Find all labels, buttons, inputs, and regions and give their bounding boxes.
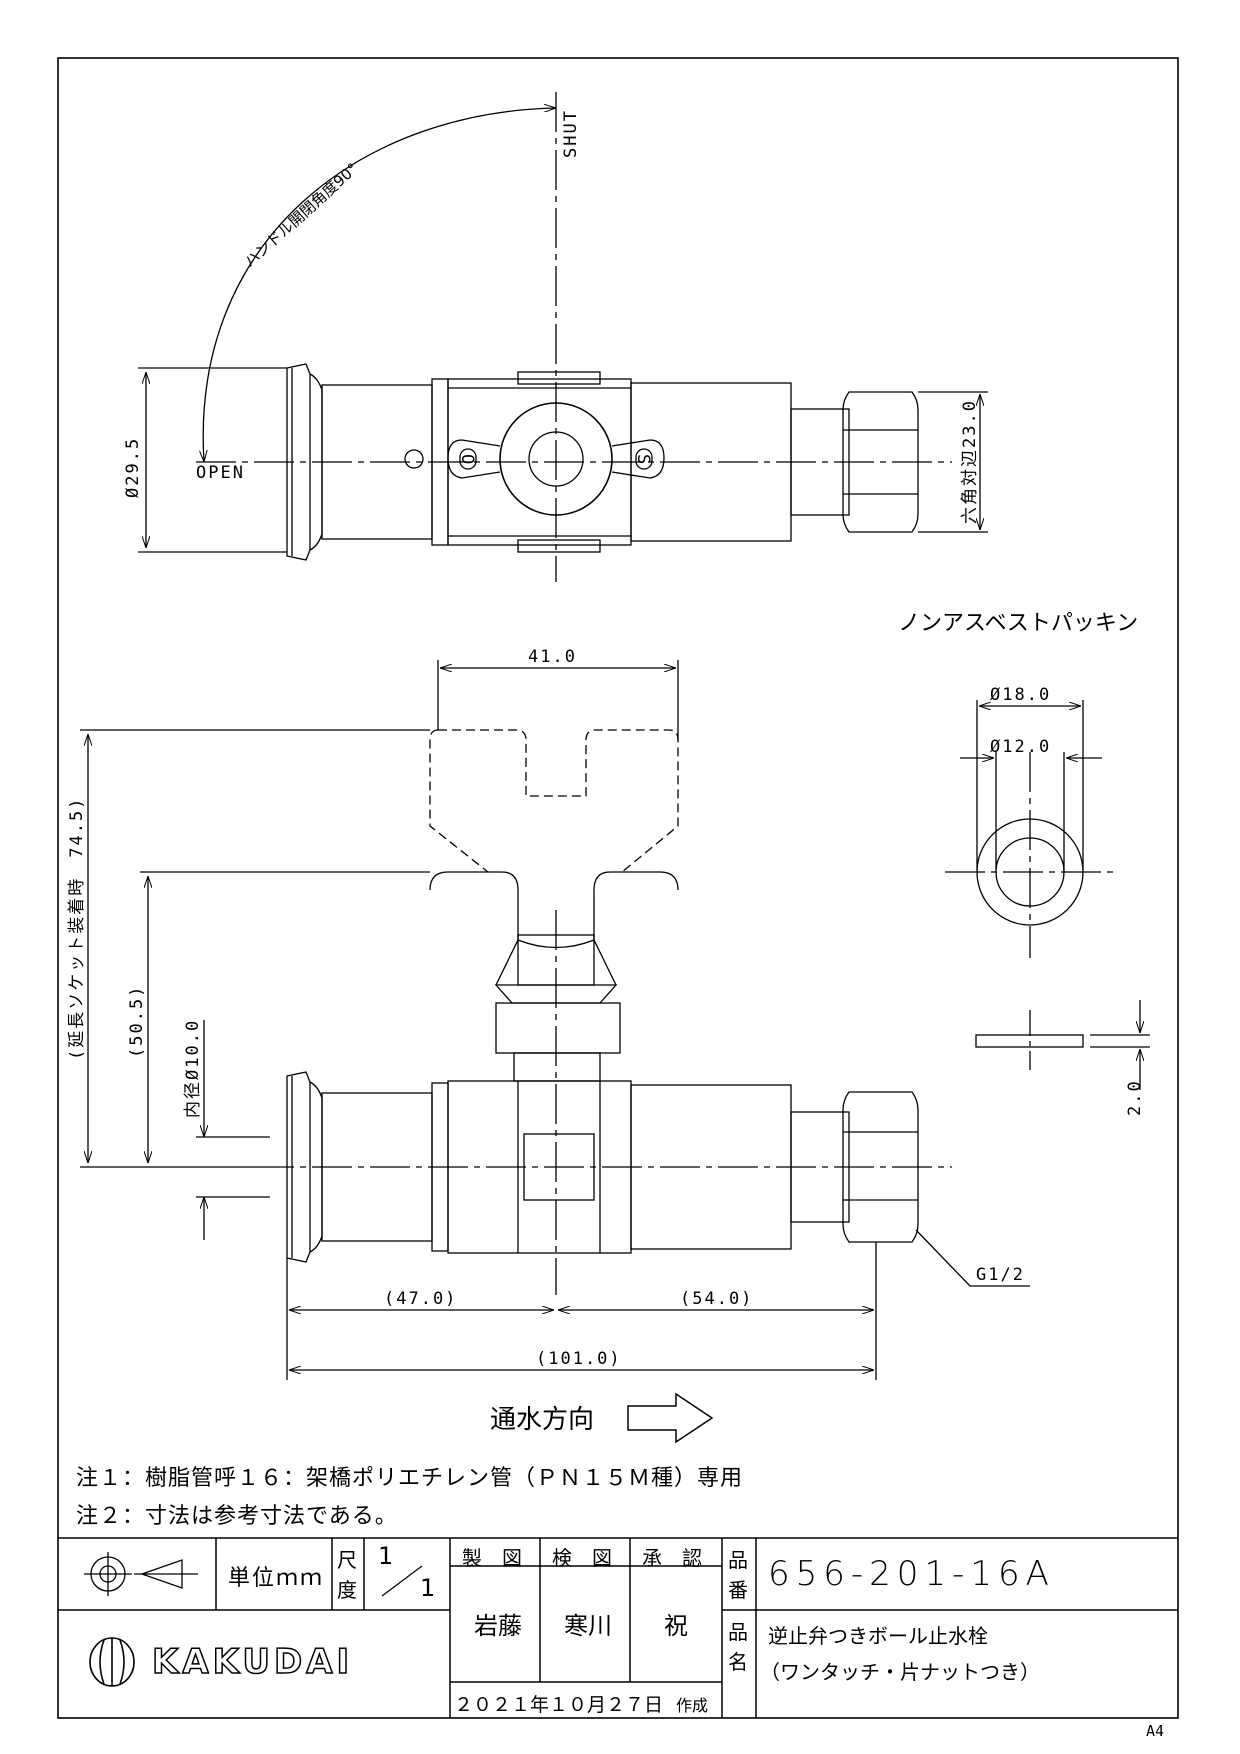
packing-title: ノンアスベストパッキン <box>898 611 1138 636</box>
packing-views <box>945 700 1150 1090</box>
scale-numerator: 1 <box>378 1542 394 1570</box>
top-view <box>138 92 988 582</box>
pk-12-label: Ø12.0 <box>990 737 1051 757</box>
flow-arrow-icon <box>627 1392 714 1444</box>
handle-angle-arc <box>203 108 556 462</box>
third-angle-projection-icon <box>84 1552 198 1596</box>
scale-denominator: 1 <box>420 1574 436 1602</box>
part-no-label-bottom: 番 <box>728 1578 748 1602</box>
dim-47-label: (47.0) <box>384 1289 457 1309</box>
approved-header: 承 認 <box>642 1546 702 1570</box>
checked-header: 検 図 <box>552 1546 612 1570</box>
dim-745-label: (延長ソケット装着時 74.5) <box>67 797 87 1060</box>
made-label: 作成 <box>676 1696 709 1715</box>
shut-label: SHUT <box>561 109 581 158</box>
approver-name: 祝 <box>664 1612 688 1640</box>
scale-label-bottom: 度 <box>337 1578 357 1602</box>
part-name-line2: （ワンタッチ・片ナットつき） <box>760 1660 1040 1684</box>
thread-label: G1/2 <box>976 1265 1025 1285</box>
kakudai-logo-icon <box>89 1637 135 1687</box>
handle-o-mark: O <box>457 454 477 466</box>
drawing-frame <box>57 57 1179 1719</box>
dim-54-label: (54.0) <box>680 1289 753 1309</box>
scale-label-top: 尺 <box>337 1548 357 1572</box>
dim-505-label: (50.5) <box>127 985 147 1058</box>
front-view <box>80 660 1030 1444</box>
drawer-name: 岩藤 <box>474 1612 522 1640</box>
part-name-line1: 逆止弁つきボール止水栓 <box>768 1624 988 1648</box>
pk-18-label: Ø18.0 <box>990 685 1051 705</box>
part-name-label-top: 品 <box>728 1620 748 1644</box>
note-1: 注１：樹脂管呼１６：架橋ポリエチレン管（ＰＮ１５Ｍ種）専用 <box>76 1466 744 1491</box>
handle-s-mark: S <box>633 454 653 466</box>
handle-angle-label: ハンドル開閉角度90° <box>241 160 362 271</box>
dim-41-label: 41.0 <box>528 647 577 667</box>
part-name-label-bottom: 名 <box>728 1650 748 1674</box>
dim-101-label: (101.0) <box>536 1349 622 1369</box>
flow-direction-label: 通水方向 <box>490 1405 594 1435</box>
brand-wordmark: KAKUDAI <box>151 1641 354 1683</box>
open-label: OPEN <box>196 463 245 483</box>
dia-295-label: Ø29.5 <box>123 437 143 498</box>
part-number: 656-201-16A <box>768 1554 1055 1594</box>
note-2: 注２：寸法は参考寸法である。 <box>76 1504 398 1529</box>
drawn-header: 製 図 <box>462 1546 522 1570</box>
paper-size: A4 <box>1146 1722 1165 1740</box>
hex-23-label: 六角対辺23.0 <box>960 399 980 524</box>
checker-name: 寒川 <box>564 1612 612 1640</box>
unit-label: 単位ｍｍ <box>228 1566 325 1591</box>
title-block-lines <box>58 1537 1178 1718</box>
pk-thk-label: 2.0 <box>1125 1079 1145 1116</box>
drawing-date: ２０２１年１０月２７日 <box>454 1694 664 1716</box>
part-no-label-top: 品 <box>728 1548 748 1572</box>
inner-dia-label: 内径Ø10.0 <box>183 1019 203 1118</box>
